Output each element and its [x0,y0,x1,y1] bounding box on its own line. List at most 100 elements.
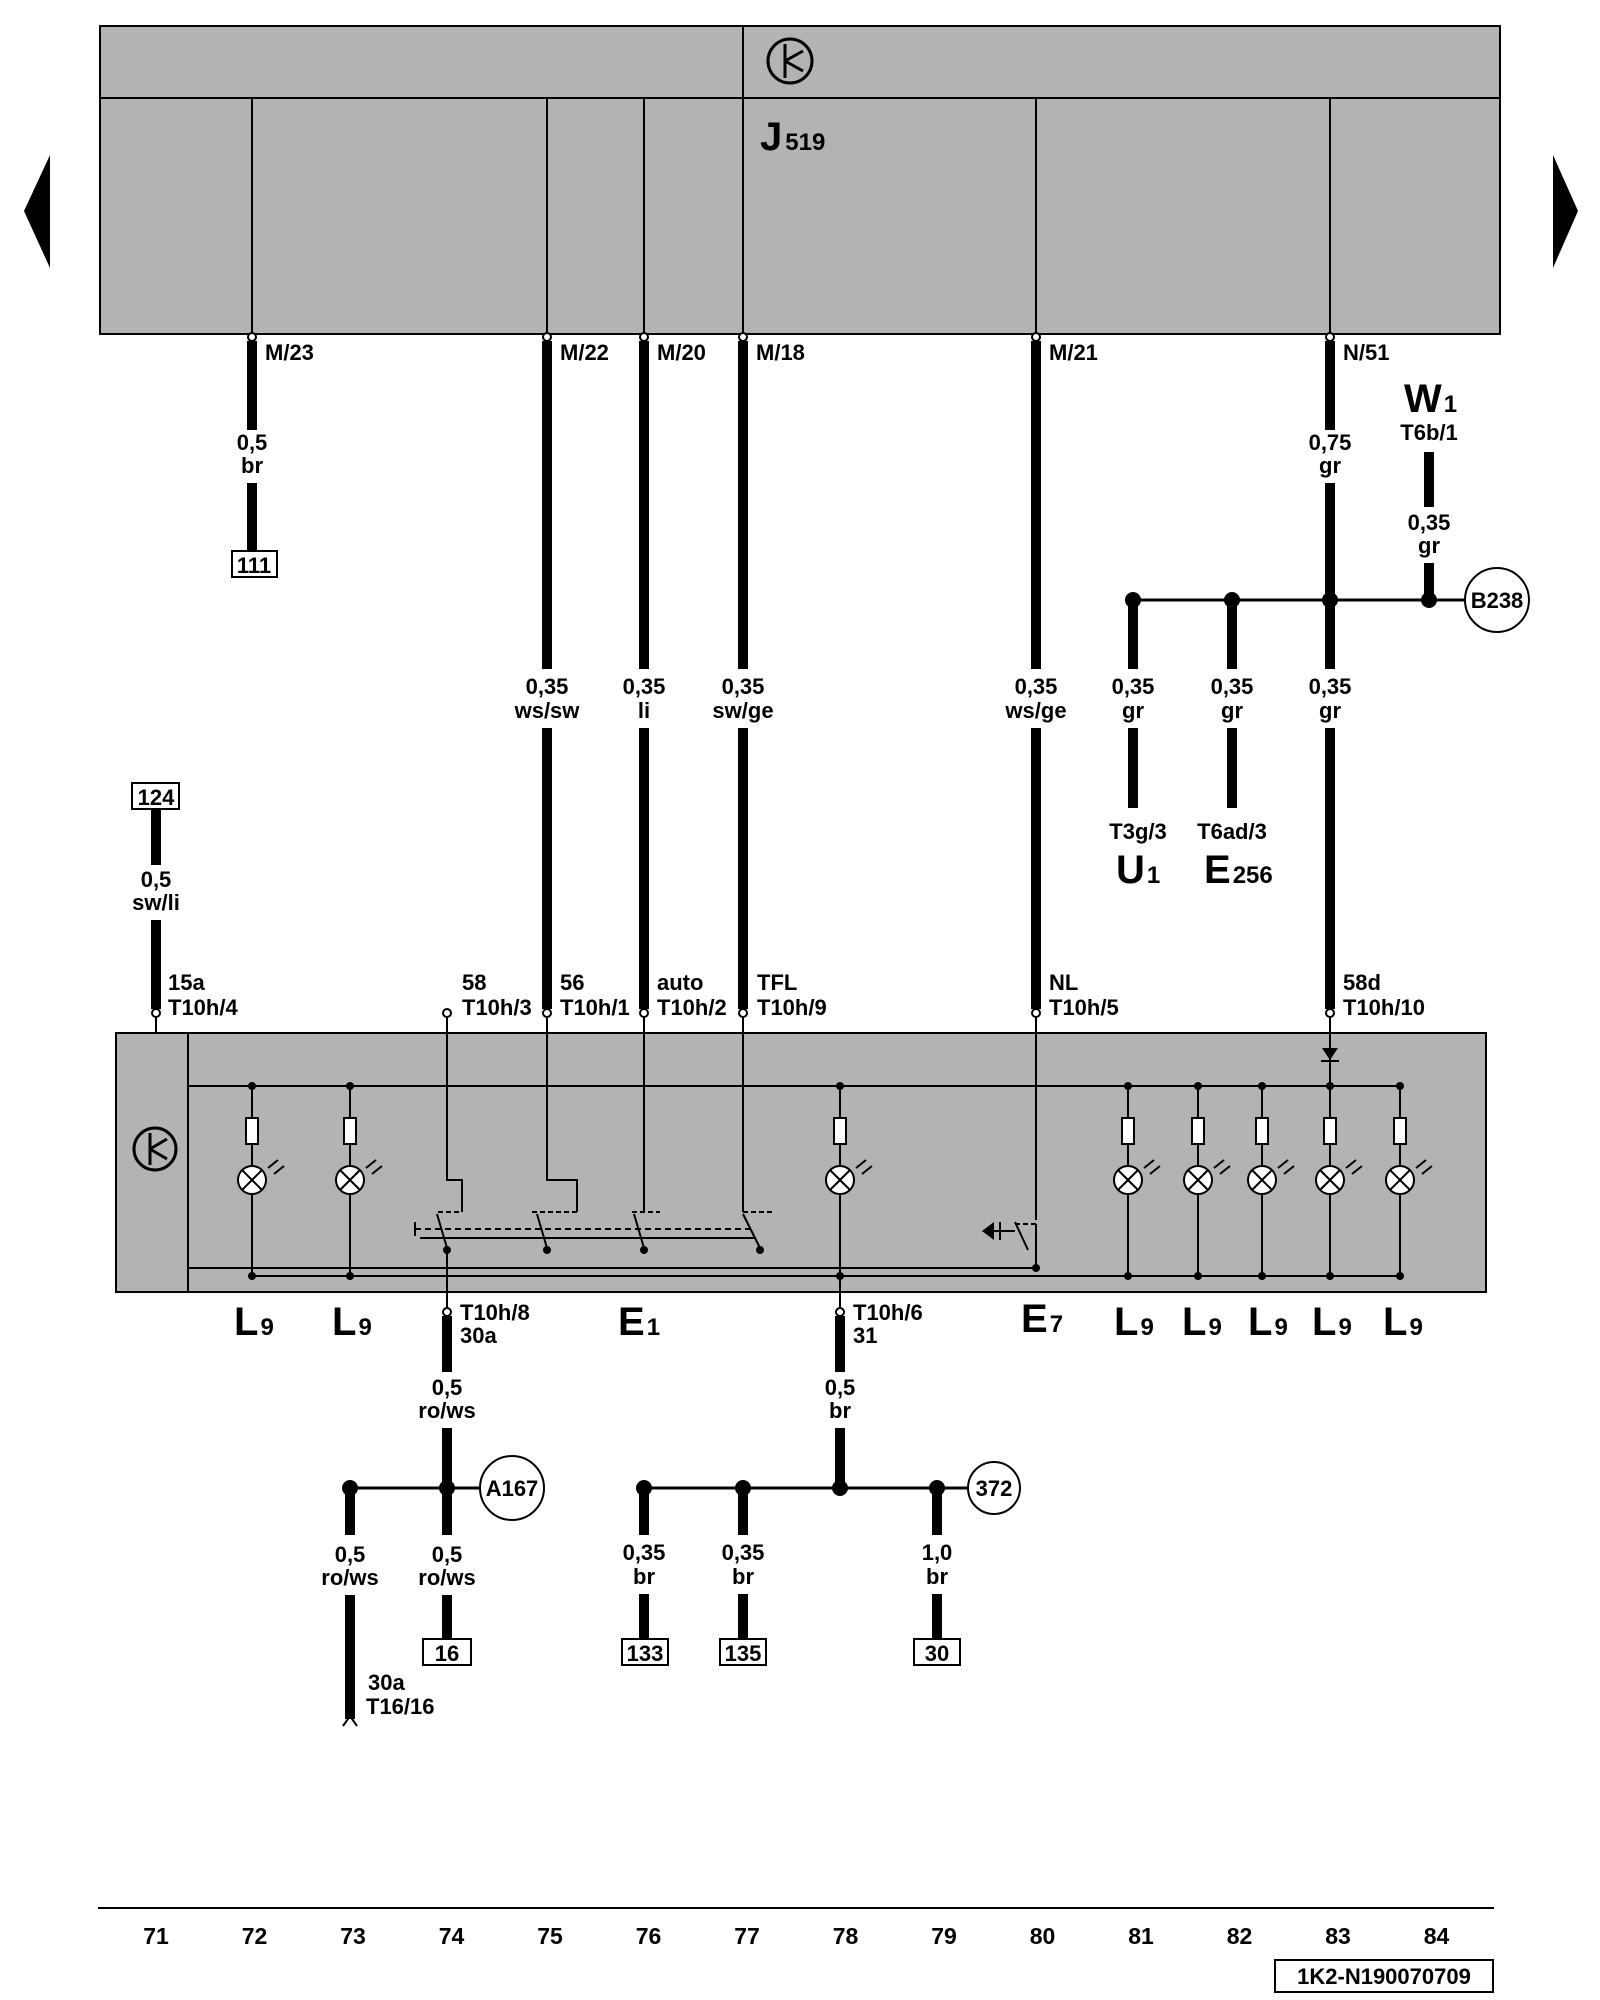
axis-label: 84 [1424,1923,1450,1949]
svg-text:135: 135 [725,1641,762,1666]
electronic-component-icon [132,1126,178,1172]
indicator-lamp-icon [1183,1082,1231,1280]
e256-label: E256 [1204,848,1273,892]
indicator-lamp-icon [1113,1082,1161,1280]
wire-col-72: 0,5 br 111 [231,332,278,578]
ref-box-111 [231,550,278,578]
svg-text:0,35: 0,35 [526,674,569,699]
svg-text:0,75: 0,75 [1309,430,1352,455]
svg-text:0,35: 0,35 [1211,674,1254,699]
svg-text:T6ad/3: T6ad/3 [1197,819,1267,844]
pin-label-m20: M/20 [657,340,706,365]
svg-text:0,35: 0,35 [623,674,666,699]
component-w1: W1 T6b/1 0,35 gr [1400,377,1458,600]
wire-col-77: 0,35 sw/ge [712,332,774,1009]
indicator-lamp-icon [237,1082,285,1280]
svg-text:TFL: TFL [757,970,797,995]
svg-text:gr: gr [1122,698,1144,723]
wire-col-83: 0,75 gr 0,35 gr [1309,332,1352,1009]
lamp-l9-label: L9 [1248,1300,1288,1344]
svg-text:124: 124 [138,785,175,810]
svg-text:T10h/2: T10h/2 [657,995,727,1020]
axis-label: 83 [1325,1923,1351,1949]
svg-text:ws/ge: ws/ge [1004,698,1066,723]
u1-label: U1 [1116,848,1160,892]
svg-text:0,35: 0,35 [1015,674,1058,699]
w1-label: W1 [1404,377,1457,421]
svg-text:0,35: 0,35 [1309,674,1352,699]
lamp-l9-label: L9 [1383,1300,1423,1344]
bottom-pin-t10h8: T10h/8 30a 0,5 ro/ws [418,1300,530,1497]
indicator-lamp-icon [1247,1082,1295,1280]
wire-col-75: 0,35 ws/sw [514,332,581,1009]
svg-text:B238: B238 [1471,588,1524,613]
svg-text:gr: gr [1221,698,1243,723]
svg-text:58d: 58d [1343,970,1381,995]
svg-text:br: br [926,1564,948,1589]
prev-page-arrow-icon[interactable] [24,155,50,268]
bottom-pin-t10h6: T10h/6 31 0,5 br [825,1300,923,1488]
indicator-lamp-icon [1385,1082,1433,1280]
svg-text:T16/16: T16/16 [366,1694,435,1719]
ref-circle-b238 [1464,567,1530,633]
indicator-lamp-icon [335,1082,383,1280]
switch-e1-label: E1 [618,1300,660,1344]
axis-label: 76 [636,1923,662,1949]
wire-col-71: 124 0,5 sw/li [131,782,180,1018]
axis-label: 82 [1227,1923,1253,1949]
svg-text:0,5: 0,5 [335,1542,366,1567]
svg-text:br: br [732,1564,754,1589]
svg-text:T10h/9: T10h/9 [757,995,827,1020]
svg-text:sw/li: sw/li [132,890,180,915]
svg-text:31: 31 [853,1323,877,1348]
lamp-l9-label: L9 [332,1300,372,1344]
svg-text:br: br [633,1564,655,1589]
axis-label: 79 [931,1923,957,1949]
ref-box-30 [913,1638,961,1666]
splice-b238: B238 [1125,567,1530,633]
svg-text:ro/ws: ro/ws [418,1398,475,1423]
next-page-arrow-icon[interactable] [1553,155,1578,268]
diode-icon [1322,1048,1338,1060]
pin-label-m23: M/23 [265,340,314,365]
electronic-component-icon [766,37,814,85]
wire-col-80: 0,35 ws/ge [1004,332,1067,1009]
svg-text:ws/sw: ws/sw [514,698,581,723]
svg-text:58: 58 [462,970,486,995]
svg-text:T10h/5: T10h/5 [1049,995,1119,1020]
svg-text:16: 16 [435,1641,459,1666]
svg-text:0,5: 0,5 [432,1542,463,1567]
axis-label: 80 [1030,1923,1056,1949]
svg-text:gr: gr [1319,453,1341,478]
axis-label: 74 [439,1923,465,1949]
pin-label-m18: M/18 [756,340,805,365]
svg-text:372: 372 [976,1476,1013,1501]
svg-text:gr: gr [1319,698,1341,723]
svg-text:15a: 15a [168,970,205,995]
svg-text:0,35: 0,35 [722,1540,765,1565]
svg-text:T10h/3: T10h/3 [462,995,532,1020]
doc-code: 1K2-N190070709 [1297,1964,1471,1989]
svg-text:0,5: 0,5 [237,430,268,455]
svg-text:sw/ge: sw/ge [712,698,773,723]
svg-text:ro/ws: ro/ws [418,1565,475,1590]
axis-label: 77 [734,1923,760,1949]
lamp-l9-label: L9 [1114,1300,1154,1344]
svg-text:ro/ws: ro/ws [321,1565,378,1590]
svg-text:T10h/6: T10h/6 [853,1300,923,1325]
svg-text:1,0: 1,0 [922,1540,953,1565]
svg-text:T10h/10: T10h/10 [1343,995,1425,1020]
lamp-l9-label: L9 [1182,1300,1222,1344]
component-labels: L9 L9 E1 E7 L9 L9 L9 L9 L9 [234,1297,1423,1344]
svg-text:56: 56 [560,970,584,995]
svg-text:0,5: 0,5 [825,1375,856,1400]
svg-text:111: 111 [237,553,271,578]
light-switch-housing [115,1017,1487,1308]
svg-text:T10h/4: T10h/4 [168,995,238,1020]
lamp-l9-label: L9 [1312,1300,1352,1344]
axis-label: 72 [242,1923,268,1949]
svg-text:li: li [638,698,650,723]
wire-col-76: 0,35 li [623,332,666,1009]
